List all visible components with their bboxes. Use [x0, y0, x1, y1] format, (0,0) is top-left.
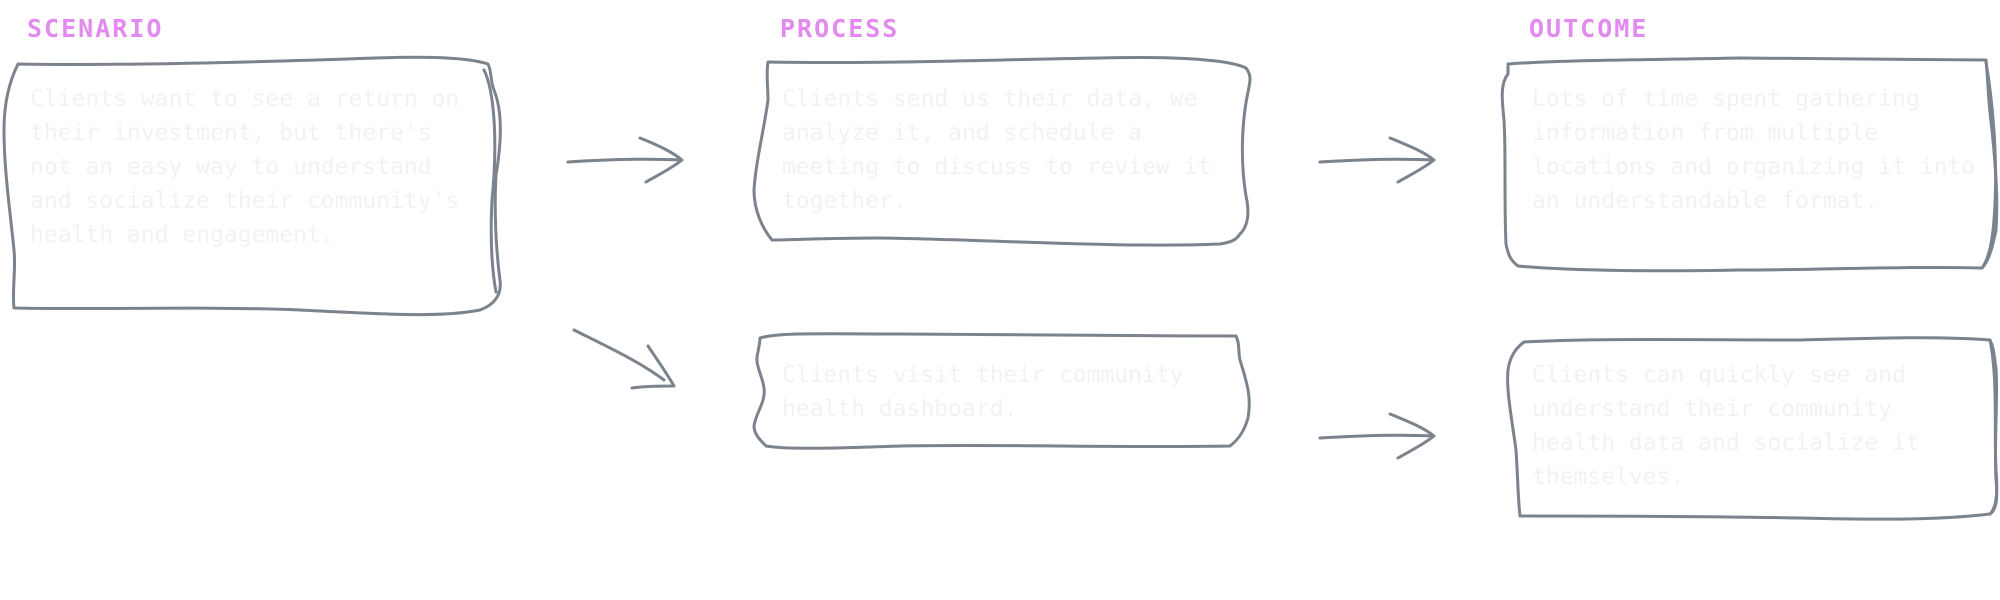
- arrow-shaft: [572, 328, 666, 382]
- arrow-shaft: [1318, 157, 1434, 164]
- column-heading-scenario: SCENARIO: [27, 14, 164, 43]
- scenario-box-1-overstroke: [482, 68, 498, 294]
- arrow-scenario-to-process-1: [566, 136, 684, 184]
- process-box-2-outline: [752, 332, 1251, 450]
- column-heading-outcome: OUTCOME: [1529, 14, 1649, 43]
- scenario-box-1-text: Clients want to see a return on their in…: [30, 86, 460, 248]
- arrow-head: [1388, 136, 1436, 184]
- outcome-box-2-text: Clients can quickly see and understand t…: [1532, 362, 1920, 490]
- process-box-1-outline: [752, 55, 1252, 247]
- column-heading-process: PROCESS: [780, 14, 900, 43]
- arrow-shaft: [1318, 433, 1434, 440]
- arrow-process-1-to-outcome-1: [1318, 136, 1436, 184]
- arrow-scenario-to-process-2: [572, 328, 676, 390]
- arrow-head: [638, 136, 684, 184]
- process-box-1-text: Clients send us their data, we analyze i…: [782, 86, 1212, 214]
- arrow-head: [1388, 412, 1436, 460]
- outcome-box-2-overstroke: [1988, 338, 1999, 516]
- process-box-2-text: Clients visit their community health das…: [782, 362, 1184, 422]
- arrow-head: [630, 344, 676, 390]
- outcome-box-1-text: Lots of time spent gathering information…: [1532, 86, 1976, 214]
- scenario-box-1-outline: [2, 55, 502, 317]
- arrow-process-2-to-outcome-2: [1318, 412, 1436, 460]
- arrow-shaft: [566, 157, 682, 164]
- outcome-box-1-overstroke: [1980, 60, 1998, 270]
